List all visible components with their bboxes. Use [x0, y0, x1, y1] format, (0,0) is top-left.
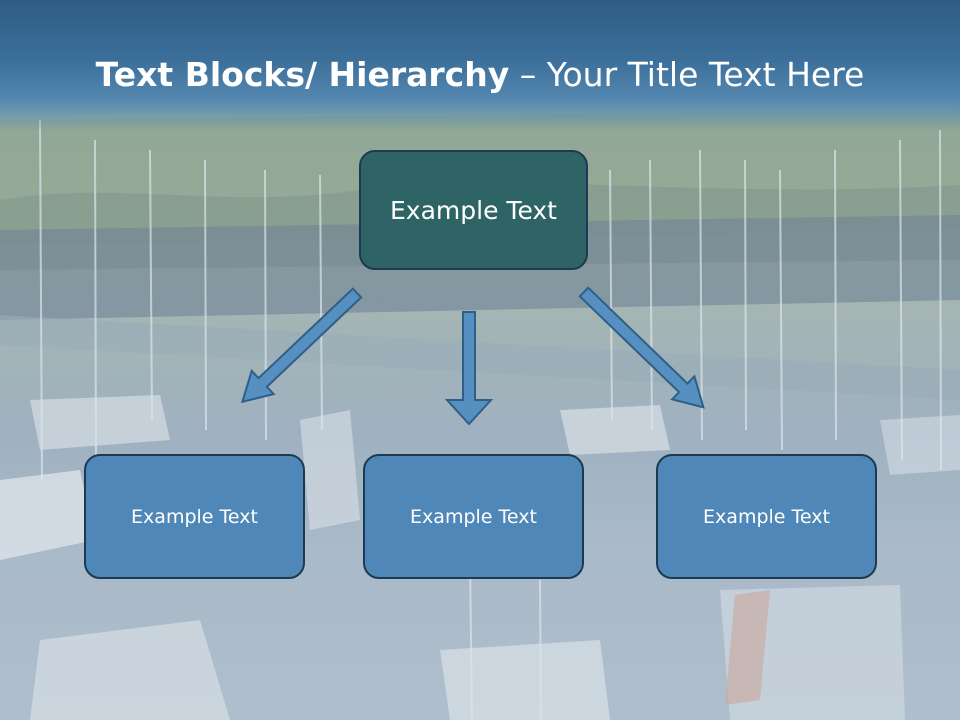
arrow-left [240, 287, 363, 404]
header-band [0, 0, 960, 132]
child-text-block-label: Example Text [703, 505, 830, 528]
child-text-block-left[interactable]: Example Text [84, 454, 305, 579]
arrow-right [578, 286, 705, 409]
child-text-block-right[interactable]: Example Text [656, 454, 877, 579]
slide-title: Text Blocks/ Hierarchy – Your Title Text… [0, 52, 960, 98]
top-text-block-label: Example Text [390, 195, 557, 225]
child-text-block-label: Example Text [131, 505, 258, 528]
title-regular-part: – Your Title Text Here [509, 55, 865, 94]
arrow-middle [444, 311, 494, 426]
child-text-block-middle[interactable]: Example Text [363, 454, 584, 579]
child-text-block-label: Example Text [410, 505, 537, 528]
top-text-block[interactable]: Example Text [359, 150, 588, 270]
title-bold-part: Text Blocks/ Hierarchy [95, 55, 510, 94]
